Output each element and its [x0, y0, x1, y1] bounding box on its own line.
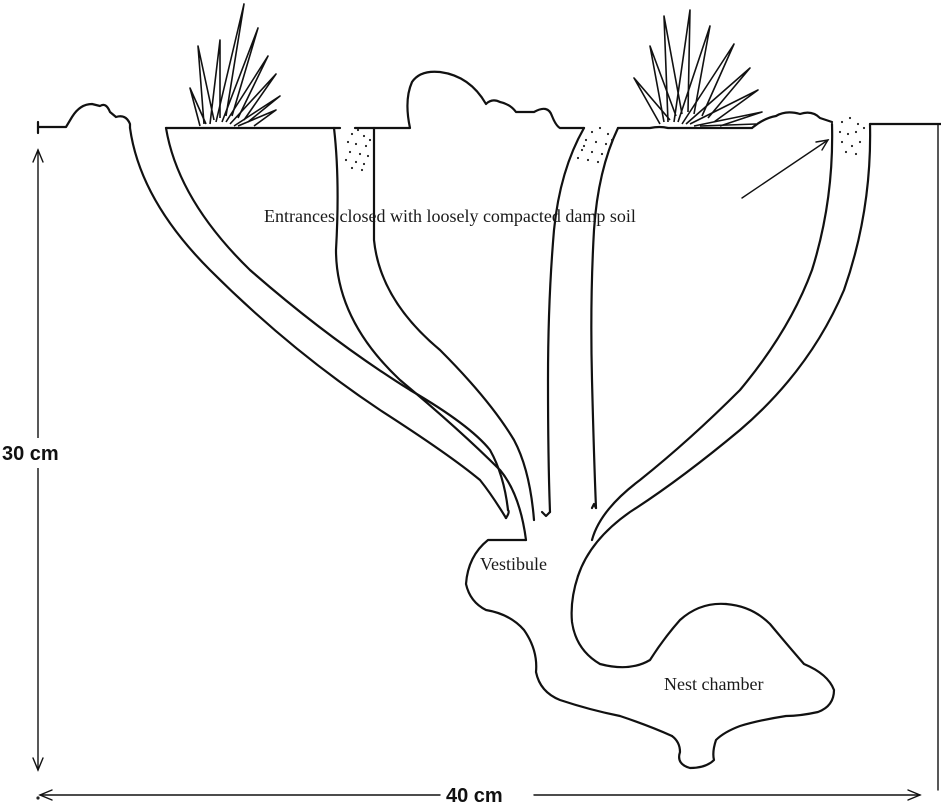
soil-plug-1 — [345, 129, 371, 171]
width-label: 40 cm — [446, 785, 503, 806]
entrance-pointer-arrow — [742, 140, 828, 198]
ground-surface — [38, 72, 941, 133]
grass-tuft-left — [190, 4, 280, 126]
soil-plug-3 — [839, 117, 865, 155]
nest-chamber-label: Nest chamber — [664, 674, 763, 694]
grass-tuft-right — [634, 10, 762, 126]
depth-label: 30 cm — [2, 443, 59, 465]
entrances-label: Entrances closed with loosely compacted … — [264, 206, 636, 226]
vestibule-label: Vestibule — [480, 554, 547, 574]
